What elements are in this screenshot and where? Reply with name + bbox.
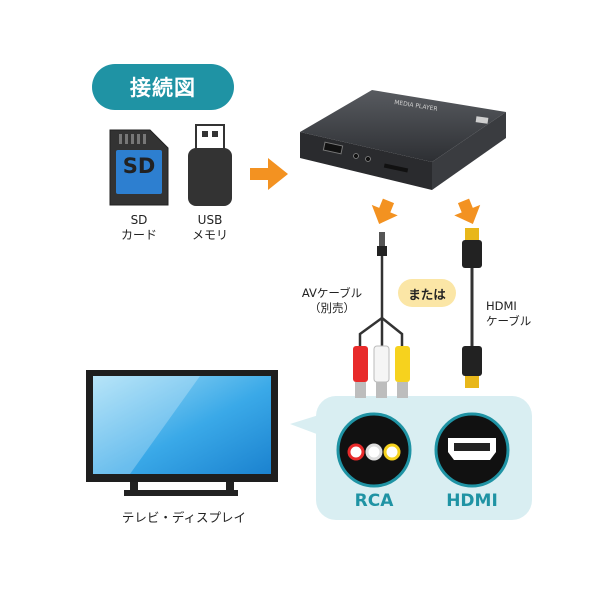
- usb-memory-icon: [188, 124, 232, 206]
- sd-card-icon: [109, 129, 169, 206]
- hdmi-cable-line2: ケーブル: [486, 314, 532, 328]
- media-player-device: [300, 90, 506, 190]
- tv-display-label: テレビ・ディスプレイ: [121, 510, 247, 525]
- av-cable-label: AVケーブル （別売）: [292, 286, 372, 316]
- hdmi-port-label: HDMI: [446, 491, 498, 511]
- rca-port-icon: [336, 412, 412, 488]
- usb-label-line2: メモリ: [191, 228, 228, 242]
- rca-port-label: RCA: [354, 491, 394, 511]
- usb-label-line1: USB: [197, 213, 223, 227]
- arrow-right-icon: [250, 158, 288, 190]
- sd-card-label: SD カード: [110, 213, 168, 243]
- hdmi-port-icon: [434, 412, 510, 488]
- hdmi-cable-label: HDMI ケーブル: [486, 299, 556, 329]
- av-cable-line2: （別売）: [309, 301, 355, 315]
- av-cable-line1: AVケーブル: [301, 286, 363, 300]
- or-badge: または: [398, 279, 456, 307]
- usb-memory-label: USB メモリ: [180, 213, 240, 243]
- hdmi-cable: [462, 228, 482, 388]
- sd-label-line1: SD: [130, 213, 148, 227]
- arrow-down-left-icon: [371, 198, 398, 225]
- arrow-down-right-icon: [454, 198, 481, 225]
- sd-icon-text: SD: [122, 154, 156, 178]
- title-badge: 接続図: [92, 64, 234, 110]
- av-cable: [353, 232, 410, 398]
- sd-label-line2: カード: [120, 228, 157, 242]
- hdmi-cable-line1: HDMI: [486, 299, 517, 313]
- tv-display-icon: [86, 370, 278, 496]
